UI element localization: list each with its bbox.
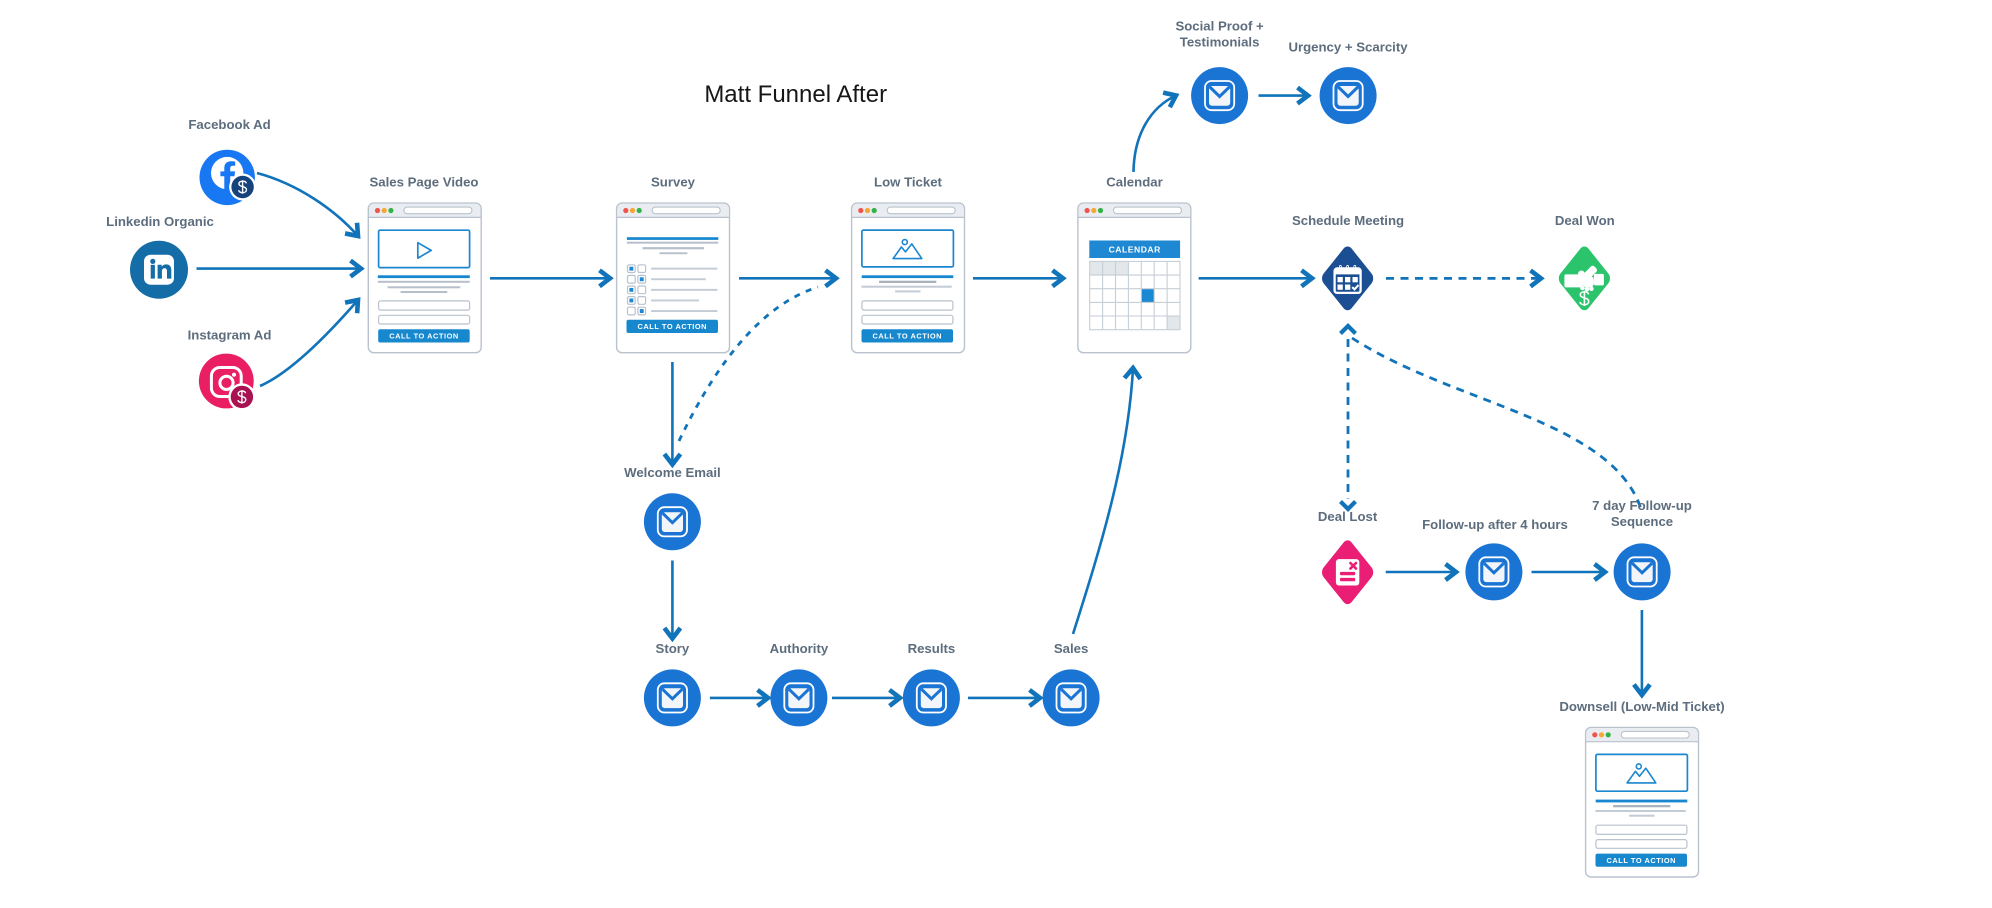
svg-text:Facebook Ad: Facebook Ad xyxy=(188,117,270,132)
svg-text:Sales: Sales xyxy=(1054,641,1088,656)
svg-text:Instagram Ad: Instagram Ad xyxy=(188,328,272,343)
svg-text:CALL TO ACTION: CALL TO ACTION xyxy=(638,322,708,331)
svg-text:Low Ticket: Low Ticket xyxy=(874,175,943,190)
svg-text:7 day Follow-up: 7 day Follow-up xyxy=(1592,498,1692,513)
svg-text:Testimonials: Testimonials xyxy=(1180,34,1260,49)
svg-text:Linkedin Organic: Linkedin Organic xyxy=(106,214,214,229)
svg-text:CALL TO ACTION: CALL TO ACTION xyxy=(389,332,459,341)
svg-text:Authority: Authority xyxy=(770,641,829,656)
svg-text:Calendar: Calendar xyxy=(1106,175,1162,190)
svg-text:CALENDAR: CALENDAR xyxy=(1109,245,1162,255)
svg-text:Matt Funnel After: Matt Funnel After xyxy=(704,81,887,108)
svg-text:Follow-up after 4 hours: Follow-up after 4 hours xyxy=(1422,517,1568,532)
svg-text:Social Proof +: Social Proof + xyxy=(1175,19,1264,34)
svg-text:Sales Page Video: Sales Page Video xyxy=(370,175,479,190)
svg-text:Downsell (Low-Mid Ticket): Downsell (Low-Mid Ticket) xyxy=(1559,699,1724,714)
svg-text:Sequence: Sequence xyxy=(1611,514,1673,529)
svg-text:Story: Story xyxy=(656,641,690,656)
svg-text:Deal Won: Deal Won xyxy=(1555,213,1615,228)
svg-text:Survey: Survey xyxy=(651,175,696,190)
svg-text:Results: Results xyxy=(908,641,956,656)
svg-text:Welcome Email: Welcome Email xyxy=(624,465,721,480)
svg-text:Urgency + Scarcity: Urgency + Scarcity xyxy=(1288,40,1408,55)
svg-text:Schedule Meeting: Schedule Meeting xyxy=(1292,213,1404,228)
svg-text:Deal Lost: Deal Lost xyxy=(1318,509,1378,524)
